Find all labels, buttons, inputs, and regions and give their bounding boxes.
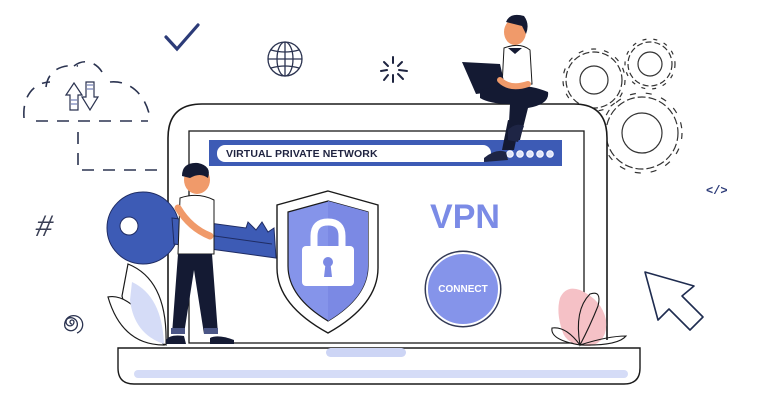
shield-lock-icon — [276, 190, 379, 334]
spiral-icon — [64, 315, 84, 334]
sitting-man — [462, 14, 549, 162]
code-tag-icon: </> — [706, 184, 728, 198]
cursor-arrow-icon — [644, 271, 704, 331]
address-bar-text: VIRTUAL PRIVATE NETWORK — [226, 148, 378, 160]
standing-man — [166, 162, 234, 344]
vpn-title: VPN — [430, 198, 500, 236]
trackpad-notch — [326, 348, 406, 357]
checkmark-icon — [164, 23, 200, 52]
cloud-transfer-icon — [23, 60, 165, 171]
globe-icon — [267, 41, 303, 77]
plant-right — [551, 288, 628, 347]
connect-button[interactable]: CONNECT — [426, 252, 500, 326]
connect-button-label: CONNECT — [438, 283, 488, 295]
plant-left — [107, 263, 167, 346]
transfer-arrows-icon — [64, 81, 100, 112]
gears-icon — [562, 38, 683, 174]
sparkle-icon — [380, 56, 408, 83]
laptop-base-stripe — [134, 370, 628, 378]
